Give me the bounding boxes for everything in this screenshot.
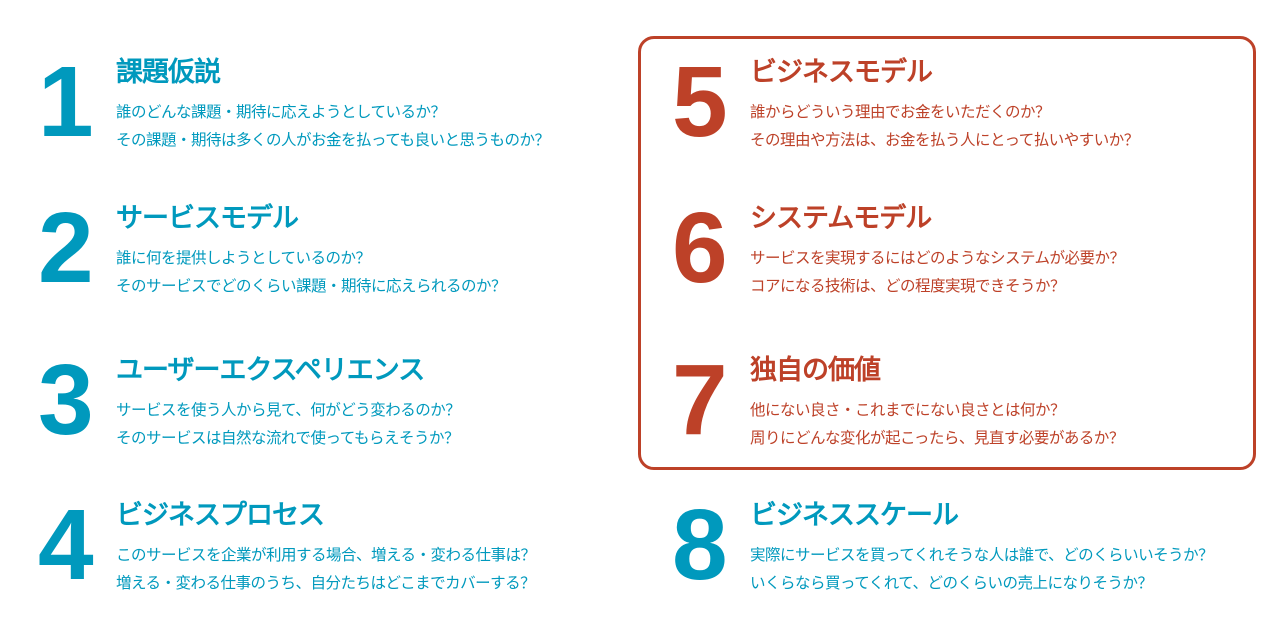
item-2: 2 サービスモデル 誰に何を提供しようとしているのか？ そのサービスでどのくらい…: [38, 198, 598, 328]
item-8: 8 ビジネススケール 実際にサービスを買ってくれそうな人は誰で、どのくらいいそう…: [672, 495, 1232, 625]
item-number: 3: [38, 344, 94, 456]
item-number: 6: [672, 192, 728, 304]
item-question: サービスを使う人から見て、何がどう変わるのか？: [116, 401, 461, 419]
item-title: 独自の価値: [750, 355, 881, 386]
item-question: 周りにどんな変化が起こったら、見直す必要があるか？: [750, 429, 1124, 447]
item-question: 誰のどんな課題・期待に応えようとしているか？: [116, 103, 446, 121]
item-3: 3 ユーザーエクスペリエンス サービスを使う人から見て、何がどう変わるのか？ そ…: [38, 350, 598, 480]
item-5: 5 ビジネスモデル 誰からどういう理由でお金をいただくのか？ その理由や方法は、…: [672, 52, 1232, 182]
item-title: ビジネスモデル: [750, 57, 933, 88]
item-4: 4 ビジネスプロセス このサービスを企業が利用する場合、増える・変わる仕事は？ …: [38, 495, 598, 625]
item-number: 2: [38, 192, 94, 304]
item-number: 1: [38, 46, 94, 158]
item-title: 課題仮説: [116, 57, 221, 88]
item-question: そのサービスでどのくらい課題・期待に応えられるのか？: [116, 277, 507, 295]
item-question: そのサービスは自然な流れで使ってもらえそうか？: [116, 429, 460, 447]
item-number: 8: [672, 489, 728, 601]
item-1: 1 課題仮説 誰のどんな課題・期待に応えようとしているか？ その課題・期待は多く…: [38, 52, 598, 182]
item-number: 4: [38, 489, 94, 601]
item-question: このサービスを企業が利用する場合、増える・変わる仕事は？: [116, 546, 536, 564]
item-title: ビジネスプロセス: [116, 500, 325, 531]
item-question: その課題・期待は多くの人がお金を払っても良いと思うものか？: [116, 131, 550, 149]
item-7: 7 独自の価値 他にない良さ・これまでにない良さとは何か？ 周りにどんな変化が起…: [672, 350, 1232, 480]
item-title: ビジネススケール: [750, 500, 959, 531]
item-title: サービスモデル: [116, 203, 299, 234]
item-question: 実際にサービスを買ってくれそうな人は誰で、どのくらいいそうか？: [750, 546, 1214, 564]
highlight-frame: [638, 36, 1256, 470]
item-question: サービスを実現するにはどのようなシステムが必要か？: [750, 249, 1125, 267]
item-6: 6 システムモデル サービスを実現するにはどのようなシステムが必要か？ コアにな…: [672, 198, 1232, 328]
item-question: いくらなら買ってくれて、どのくらいの売上になりそうか？: [750, 574, 1153, 592]
item-question: 他にない良さ・これまでにない良さとは何か？: [750, 401, 1066, 419]
item-question: 誰に何を提供しようとしているのか？: [116, 249, 371, 267]
item-title: システムモデル: [750, 203, 932, 234]
item-question: その理由や方法は、お金を払う人にとって払いやすいか？: [750, 131, 1139, 149]
item-question: 増える・変わる仕事のうち、自分たちはどこまでカバーする？: [116, 574, 536, 592]
item-number: 7: [672, 344, 728, 456]
item-question: 誰からどういう理由でお金をいただくのか？: [750, 103, 1051, 121]
item-question: コアになる技術は、どの程度実現できそうか？: [750, 277, 1066, 295]
item-number: 5: [672, 46, 728, 158]
item-title: ユーザーエクスペリエンス: [116, 355, 425, 386]
